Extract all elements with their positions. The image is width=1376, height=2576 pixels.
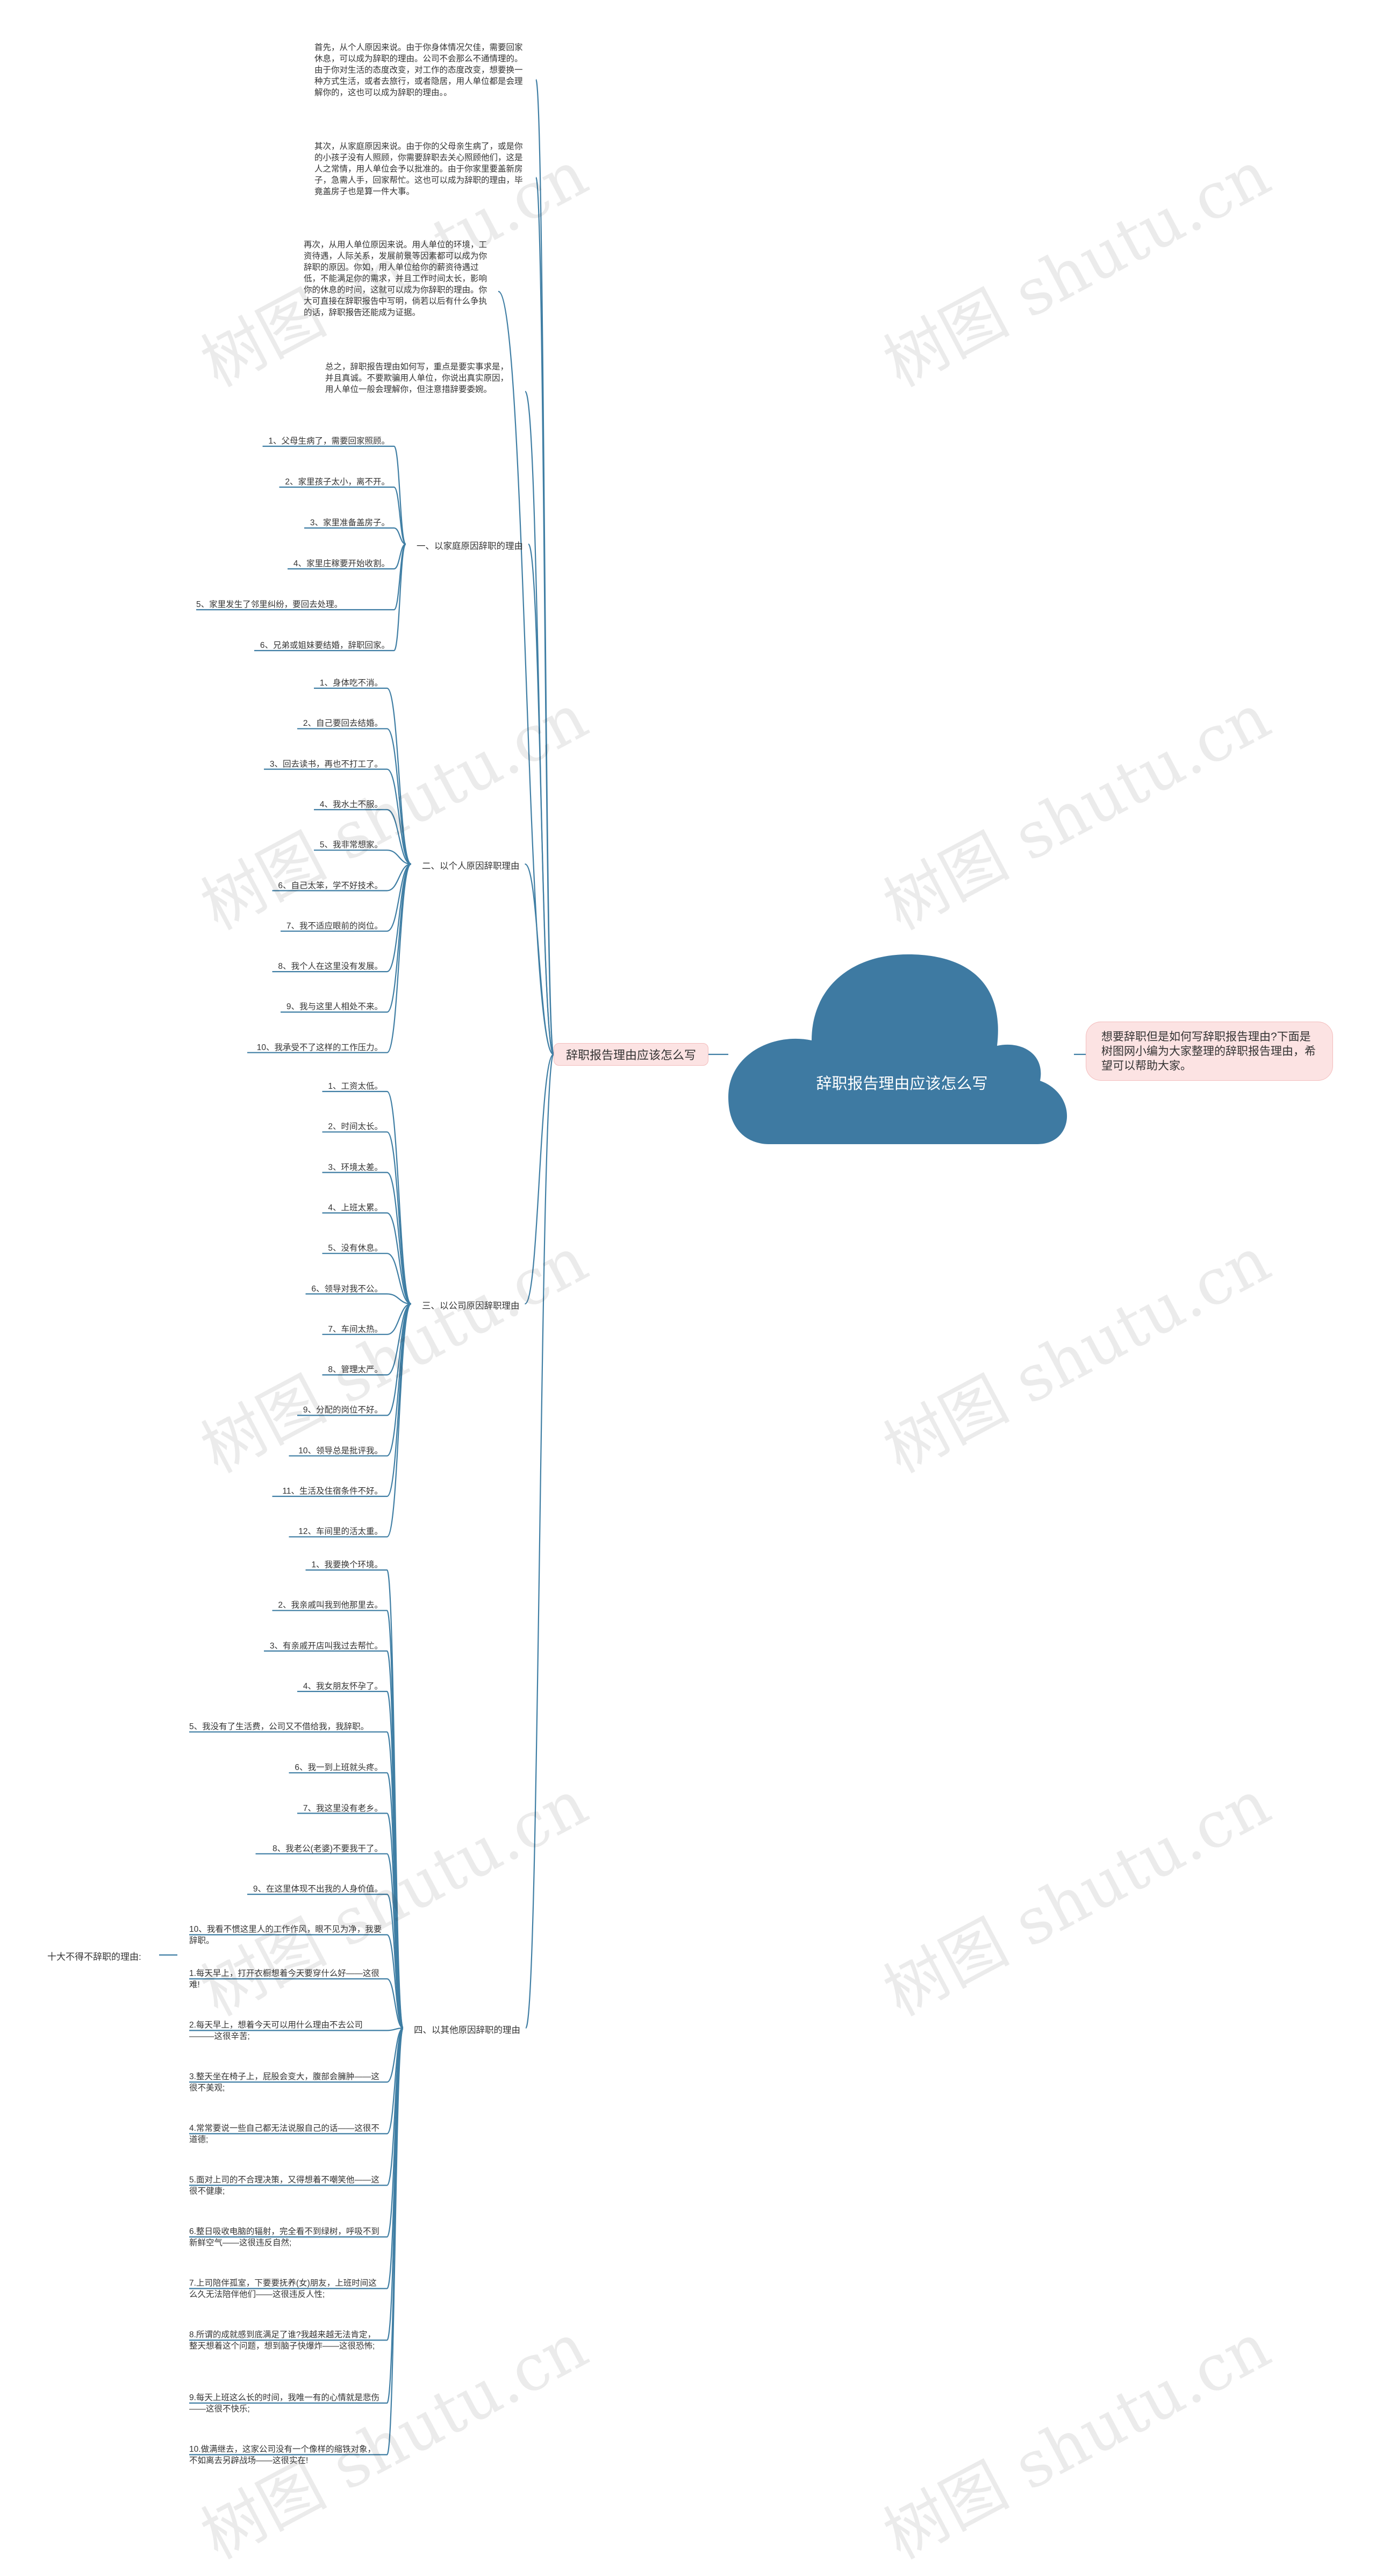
list-item[interactable]: 5、家里发生了邻里纠纷，要回去处理。	[196, 600, 343, 609]
edge-category-to-item	[386, 863, 412, 1013]
category-node[interactable]: 三、以公司原因辞职理由	[422, 1301, 520, 1311]
edge-hub-to-category	[524, 863, 554, 1055]
list-item[interactable]: 4、我水土不服。	[319, 800, 383, 809]
paragraph-node[interactable]: 首先，从个人原因来说。由于你身体情况欠佳，需要回家休息，可以成为辞职的理由。公司…	[314, 43, 523, 97]
list-item[interactable]: 10、我承受不了这样的工作压力。	[256, 1043, 383, 1052]
category-node[interactable]: 二、以个人原因辞职理由	[422, 861, 520, 871]
edge-hub-to-category	[525, 1053, 555, 2029]
cloud-root-shape	[728, 954, 1067, 1144]
list-item[interactable]: 8.所谓的成就感到底满足了谁?我越来越无法肯定，整天想着这个问题，想到脑子快爆炸…	[189, 2330, 376, 2351]
edge-category-to-item	[386, 1303, 412, 1416]
list-item[interactable]: 3、有亲戚开店叫我过去帮忙。	[269, 1641, 383, 1651]
list-item[interactable]: 7、我这里没有老乡。	[303, 1803, 383, 1813]
list-item[interactable]: 1、身体吃不消。	[319, 679, 383, 688]
list-item[interactable]: 3、家里准备盖房子。	[310, 518, 390, 527]
edge-category-to-item	[386, 687, 412, 865]
list-item[interactable]: 10、领导总是批评我。	[298, 1446, 383, 1455]
list-item[interactable]: 8、我老公(老婆)不要我干了。	[273, 1844, 383, 1853]
list-item[interactable]: 9、我与这里人相处不来。	[286, 1002, 383, 1012]
paragraph-node[interactable]: 总之，辞职报告理由如何写，重点是要实事求是，并且真诚。不要欺骗用人单位，你说出真…	[325, 362, 509, 394]
edge-category-to-item	[386, 1212, 412, 1305]
edge-category-to-item	[386, 768, 412, 865]
list-item[interactable]: 4、家里庄稼要开始收割。	[293, 559, 390, 568]
list-item[interactable]: 2.每天早上，想着今天可以用什么理由不去公司———这很辛苦;	[189, 2021, 363, 2042]
edge-category-to-item	[393, 445, 407, 545]
list-item[interactable]: 9、在这里体现不出我的人身价值。	[253, 1885, 383, 1894]
list-item[interactable]: 2、我亲戚叫我到他那里去。	[278, 1601, 383, 1610]
list-item[interactable]: 4、上班太累。	[328, 1203, 383, 1212]
list-item[interactable]: 5、我非常想家。	[319, 840, 383, 850]
description-node[interactable]: 想要辞职但是如何写辞职报告理由?下面是树图网小编为大家整理的辞职报告理由，希望可…	[1086, 1022, 1333, 1081]
edge-category-to-item	[393, 527, 406, 545]
edge-category-to-item	[386, 1978, 404, 2029]
edge-category-to-item	[393, 543, 407, 652]
edge-category-to-item	[386, 1293, 412, 1305]
list-item[interactable]: 7、我不适应眼前的岗位。	[286, 921, 383, 931]
list-item[interactable]: 10、我看不惯这里人的工作作风，眼不见为净，我要辞职。	[189, 1925, 382, 1946]
list-item[interactable]: 12、车间里的活太重。	[298, 1527, 383, 1537]
list-item[interactable]: 3.整天坐在椅子上，屁股会变大，腹部会臃肿——这很不美观;	[189, 2072, 379, 2093]
list-item[interactable]: 1.每天早上，打开衣橱想着今天要穿什么好——这很难!	[189, 1969, 379, 1990]
edge-category-to-item	[386, 1253, 412, 1305]
edge-hub-to-paragraph	[535, 176, 555, 1055]
category-node[interactable]: 四、以其他原因辞职的理由	[414, 2025, 520, 2035]
edge-category-to-item	[386, 728, 412, 865]
list-item[interactable]: 8、我个人在这里没有发展。	[278, 962, 383, 972]
root-node-title[interactable]: 辞职报告理由应该怎么写	[816, 1075, 988, 1093]
list-item[interactable]: 9.每天上班这么长的时间，我唯一有的心情就是悲伤——这很不快乐;	[189, 2393, 379, 2414]
paragraph-node[interactable]: 再次，从用人单位原因来说。用人单位的环境，工资待遇，人际关系，发展前景等因素都可…	[304, 240, 488, 317]
edge-category-to-item	[386, 1934, 404, 2029]
edge-category-to-item	[386, 2027, 404, 2456]
list-item[interactable]: 8、管理太严。	[328, 1365, 383, 1375]
list-item[interactable]: 4.常常要说一些自己都无法说服自己的话——这很不道德;	[189, 2124, 379, 2145]
list-item[interactable]: 7.上司陪伴孤室，下要要抚养(女)朋友，上班时间这么久无法陪伴他们——这很违反人…	[189, 2279, 377, 2300]
edge-category-to-item	[386, 1090, 412, 1305]
edge-category-to-item	[386, 1303, 412, 1335]
edge-category-to-item	[386, 2027, 404, 2083]
side-category-node[interactable]: 十大不得不辞职的理由:	[47, 1952, 141, 1962]
list-item[interactable]: 4、我女朋友怀孕了。	[303, 1681, 383, 1691]
main-branch-node[interactable]: 辞职报告理由应该怎么写	[554, 1043, 708, 1066]
edge-category-to-item	[386, 863, 412, 973]
edge-category-to-item	[386, 863, 412, 1053]
list-item[interactable]: 6.整日吸收电脑的辐射，完全看不到绿树，呼吸不到新鲜空气——这很违反自然;	[189, 2227, 379, 2248]
edge-category-to-item	[386, 809, 412, 865]
list-item[interactable]: 11、生活及住宿条件不好。	[282, 1487, 383, 1496]
edge-category-to-item	[386, 2027, 404, 2031]
list-item[interactable]: 6、我一到上班就头疼。	[295, 1763, 383, 1773]
list-item[interactable]: 5.面对上司的不合理决策，又得想着不嘲笑他——这很不健康;	[189, 2175, 379, 2196]
edge-hub-to-category	[527, 543, 555, 1055]
list-item[interactable]: 2、时间太长。	[328, 1122, 383, 1132]
paragraph-node[interactable]: 其次，从家庭原因来说。由于你的父母亲生病了，或是你的小孩子没有人照顾，你需要辞职…	[314, 142, 523, 196]
edge-category-to-item	[386, 1131, 412, 1305]
list-item[interactable]: 5、我没有了生活费，公司又不借给我，我辞职。	[189, 1722, 369, 1732]
list-item[interactable]: 9、分配的岗位不好。	[303, 1405, 383, 1415]
edge-category-to-item	[386, 1303, 412, 1376]
list-item[interactable]: 1、父母生病了，需要回家照顾。	[268, 437, 390, 446]
list-item[interactable]: 3、回去读书，再也不打工了。	[269, 759, 383, 769]
list-item[interactable]: 3、环境太差。	[328, 1162, 383, 1172]
edge-category-to-item	[386, 863, 412, 932]
list-item[interactable]: 1、工资太低。	[328, 1082, 383, 1091]
list-item[interactable]: 5、没有休息。	[328, 1244, 383, 1253]
edge-category-to-item	[386, 863, 412, 891]
edge-category-to-item	[386, 1303, 412, 1457]
list-item[interactable]: 6、领导对我不公。	[311, 1284, 383, 1294]
list-item[interactable]: 6、兄弟或姐妹要结婚，辞职回家。	[260, 641, 390, 650]
list-item[interactable]: 2、自己要回去结婚。	[303, 719, 383, 729]
edge-hub-to-category	[524, 1053, 555, 1305]
edge-category-to-item	[386, 1172, 412, 1305]
edge-layer	[159, 79, 1086, 2456]
edge-category-to-item	[386, 1303, 412, 1538]
edge-category-to-item	[393, 486, 407, 545]
list-item[interactable]: 6、自己太笨，学不好技术。	[278, 881, 383, 890]
list-item[interactable]: 2、家里孩子太小，离不开。	[285, 477, 390, 487]
list-item[interactable]: 7、车间太热。	[328, 1324, 383, 1334]
list-item[interactable]: 1、我要换个环境。	[311, 1560, 383, 1569]
edge-category-to-item	[386, 850, 412, 865]
category-node[interactable]: 一、以家庭原因辞职的理由	[417, 541, 523, 551]
list-item[interactable]: 10.做满继去，这家公司没有一个像样的缩铁对象，不如离去另辟战场——这很实在!	[189, 2445, 376, 2466]
